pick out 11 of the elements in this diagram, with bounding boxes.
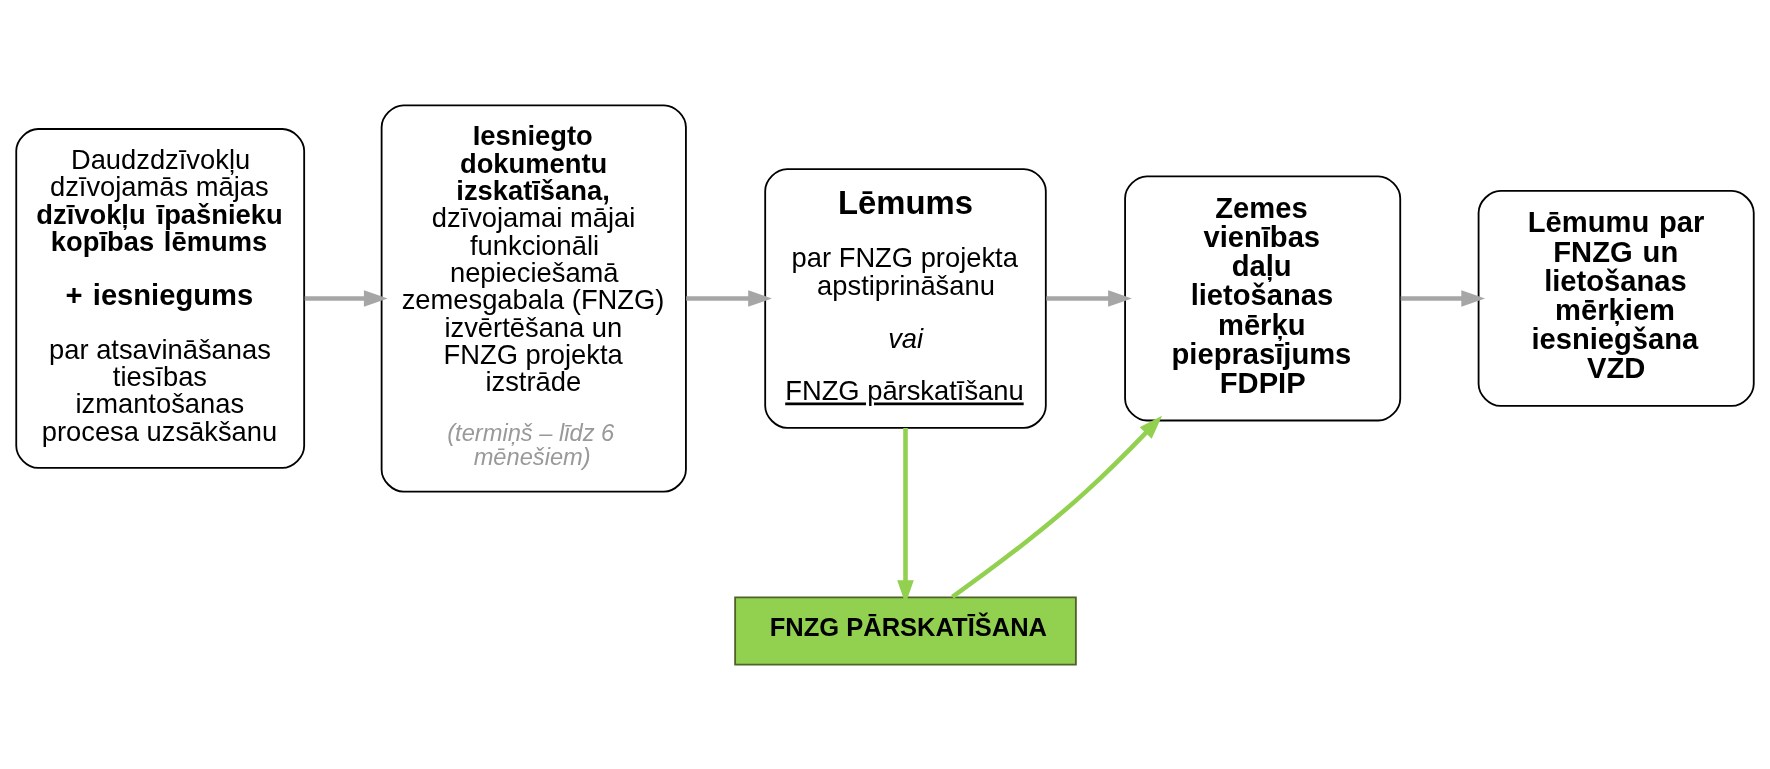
node-box: Zemes vienības daļu lietošanas mērķu pieprasījums FDPIP <box>1124 174 1402 421</box>
node-box: Daudzdzīvokļu dzīvojamās mājas dzīvokļu īpašnieku kopības lēmums + iesniegums par atsavināšanas tiesības izmantošanas procesa uzsākšanu <box>15 127 306 469</box>
node-box: Lēmums par FNZG projekta apstiprināšanu vai FNZG pārskatīšanu <box>764 167 1047 429</box>
arrow <box>304 289 388 307</box>
arrow <box>951 415 1163 599</box>
arrow <box>1400 289 1486 307</box>
node-box: Lēmumu par FNZG un lietošanas mērķiem iesniegšana VZD <box>1477 189 1755 407</box>
node-box: Iesniegto dokumentu izskatīšana, dzīvojamai mājai funkcionāli nepieciešamā zemesgabala (FNZG) izvērtēšana un FNZG projekta izstrāde (termiņš – līdz 6 mēnešiem) <box>380 103 687 492</box>
node-box: FNZG PĀRSKATĪŠANA <box>734 595 1077 666</box>
arrow <box>1046 289 1132 307</box>
arrow <box>686 289 772 307</box>
